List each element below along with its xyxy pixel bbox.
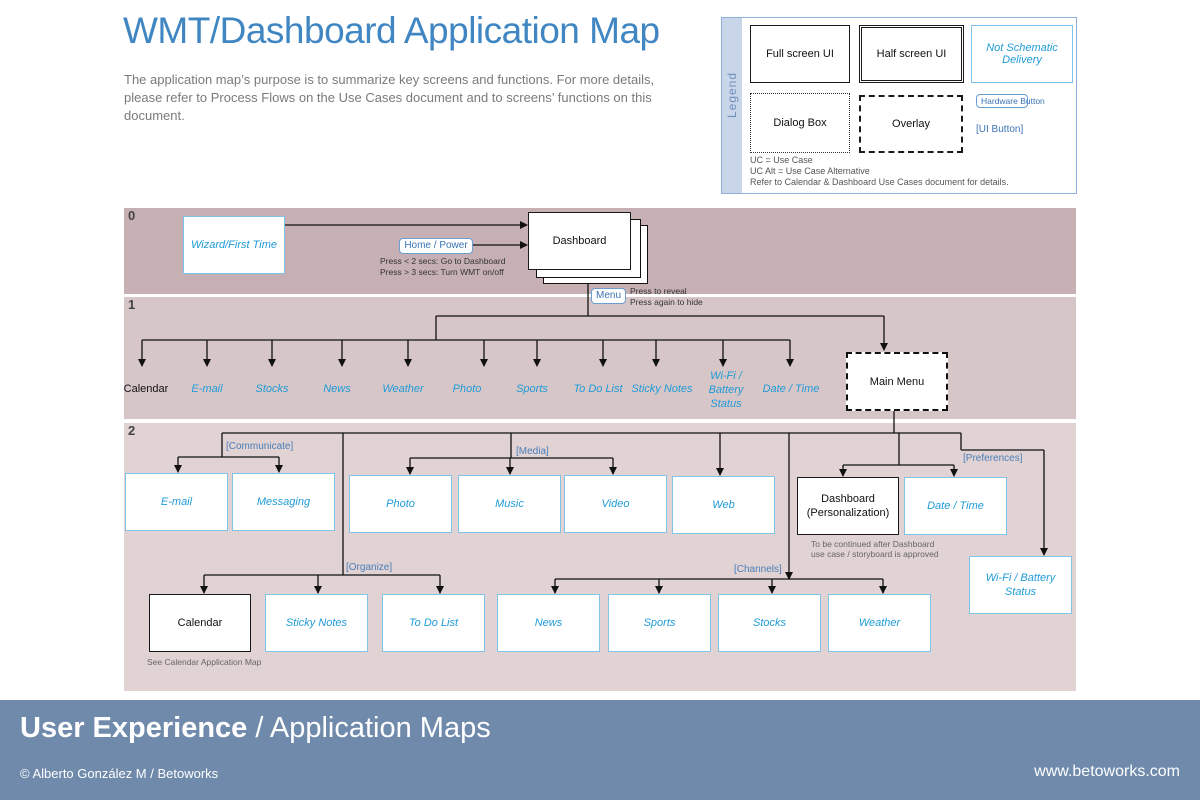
main-menu-label: Main Menu (869, 375, 925, 388)
legend-overlay: Overlay (859, 95, 963, 153)
l1-photo: Photo (452, 383, 482, 395)
footer: User Experience / Application Maps © Alb… (0, 700, 1200, 800)
l2-music-label: Music (495, 498, 524, 510)
legend-overlay-label: Overlay (892, 118, 930, 130)
dashboard-label: Dashboard (552, 235, 607, 247)
menu-note: Press to reveal (630, 286, 687, 296)
l1-sports: Sports (516, 383, 548, 395)
footer-copyright: © Alberto González M / Betoworks (20, 766, 219, 781)
l1-sticky: Sticky Notes (631, 383, 693, 395)
l2-email: E-mail (125, 473, 228, 531)
l1-stocks: Stocks (255, 383, 289, 395)
group-preferences: [Preferences] (963, 453, 1023, 464)
l2-sticky-notes: Sticky Notes (265, 594, 368, 652)
group-media: [Media] (516, 446, 549, 457)
l1-calendar: Calendar (123, 383, 169, 395)
l1-datetime: Date / Time (762, 383, 820, 395)
l2-calendar: Calendar (149, 594, 251, 652)
l2-sports-label: Sports (643, 617, 676, 629)
legend-hardware-button: Hardware Button (976, 94, 1045, 108)
l2-stocks-label: Stocks (752, 617, 786, 629)
dashboard-note: To be continued after Dashboard (811, 539, 935, 549)
home-note: Press > 3 secs: Turn WMT on/off (380, 267, 504, 277)
legend-label: Legend (725, 71, 739, 119)
group-organize: [Organize] (346, 562, 393, 573)
dashboard-node: Dashboard (528, 212, 631, 270)
l2-sticky-notes-label: Sticky Notes (285, 617, 348, 629)
wizard-node: Wizard/First Time (183, 216, 285, 274)
legend-note: UC Alt = Use Case Alternative (750, 166, 870, 176)
legend-panel: Legend Full screen UI Half screen UI Not… (721, 17, 1077, 194)
l2-sports: Sports (608, 594, 711, 652)
legend-ui-button: [UI Button] (976, 124, 1024, 135)
l2-music: Music (458, 475, 561, 533)
l2-web-label: Web (712, 499, 735, 511)
calendar-note: See Calendar Application Map (147, 657, 262, 667)
l2-photo: Photo (349, 475, 452, 533)
l2-wifi-battery-label: Wi-Fi / Battery Status (985, 572, 1056, 598)
l1-email: E-mail (191, 383, 223, 395)
legend-not-schematic: Not Schematic Delivery (971, 25, 1073, 83)
level-number: 0 (128, 208, 136, 223)
l2-photo-label: Photo (386, 498, 415, 510)
l2-calendar-label: Calendar (177, 617, 223, 629)
legend-full-screen-label: Full screen UI (766, 48, 834, 60)
legend-dialog-box: Dialog Box (750, 93, 850, 153)
footer-website: www.betoworks.com (1034, 763, 1180, 780)
footer-title-bold: User Experience (20, 712, 248, 744)
legend-not-schematic-label: Not Schematic Delivery (986, 42, 1058, 66)
legend-strip (722, 18, 742, 193)
dashboard-note: use case / storyboard is approved (811, 549, 939, 559)
home-note: Press < 2 secs: Go to Dashboard (380, 256, 506, 266)
l2-email-label: E-mail (160, 496, 193, 508)
legend-note: Refer to Calendar & Dashboard Use Cases … (750, 177, 1009, 187)
l1-news: News (323, 383, 351, 395)
group-channels: [Channels] (734, 564, 782, 575)
l2-messaging: Messaging (232, 473, 335, 531)
l2-todo-list: To Do List (382, 594, 485, 652)
l2-web: Web (672, 476, 775, 534)
footer-title: User Experience / Application Maps (20, 712, 491, 745)
l2-todo-list-label: To Do List (408, 617, 459, 629)
l1-weather: Weather (382, 383, 424, 395)
l2-messaging-label: Messaging (256, 496, 311, 508)
l2-video-label: Video (601, 498, 630, 510)
l1-todo: To Do List (573, 383, 623, 395)
legend-dialog-box-label: Dialog Box (773, 117, 827, 129)
l2-weather: Weather (828, 594, 931, 652)
l2-news: News (497, 594, 600, 652)
main-menu-node: Main Menu (846, 352, 948, 411)
l2-stocks: Stocks (718, 594, 821, 652)
l2-wifi-battery: Wi-Fi / Battery Status (969, 556, 1072, 614)
level-number: 2 (128, 423, 136, 438)
l2-news-label: News (534, 617, 563, 629)
l2-dashboard-personalization-label: Dashboard (Personalization) (806, 493, 890, 519)
wizard-label: Wizard/First Time (191, 239, 277, 251)
l2-date-time-label: Date / Time (927, 500, 984, 512)
level-number: 1 (128, 297, 136, 312)
legend-full-screen: Full screen UI (750, 25, 850, 83)
group-communicate: [Communicate] (226, 441, 294, 452)
page-description: The application map’s purpose is to summ… (124, 72, 655, 123)
footer-title-rest: / Application Maps (247, 712, 491, 744)
l2-video: Video (564, 475, 667, 533)
l2-date-time: Date / Time (904, 477, 1007, 535)
menu-note: Press again to hide (630, 297, 703, 307)
legend-half-screen: Half screen UI (859, 25, 964, 83)
legend-note: UC = Use Case (750, 155, 813, 165)
home-power-button: Home / Power (399, 238, 473, 254)
menu-button: Menu (591, 288, 626, 304)
legend-half-screen-label: Half screen UI (876, 48, 947, 60)
l2-dashboard-personalization: Dashboard (Personalization) (797, 477, 899, 535)
page-title: WMT/Dashboard Application Map (123, 10, 660, 51)
l2-weather-label: Weather (858, 617, 901, 629)
l1-wifi: Wi-Fi / Battery Status (708, 370, 744, 410)
